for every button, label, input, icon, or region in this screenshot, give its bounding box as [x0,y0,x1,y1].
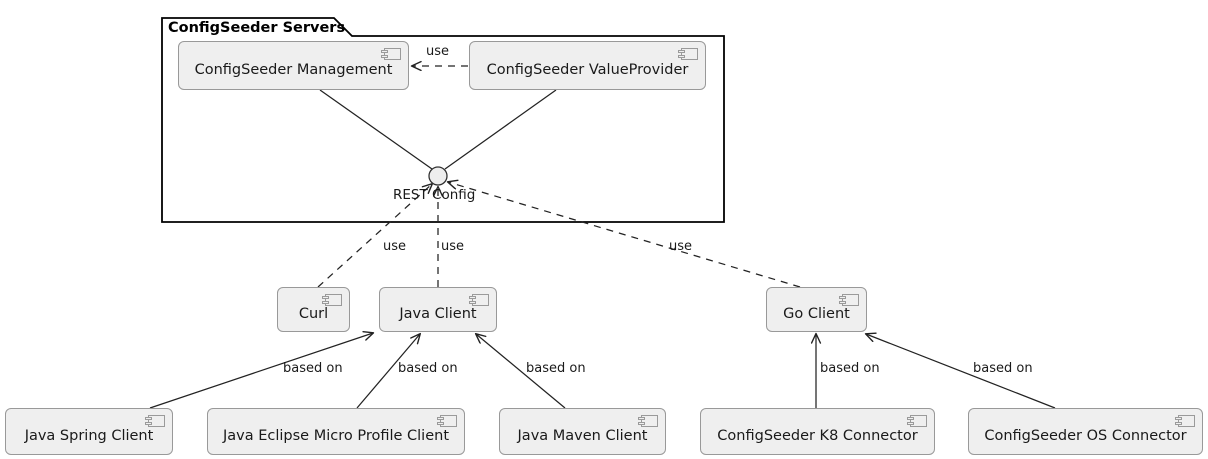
component-label: Curl [298,305,329,322]
edge-label-valueprovider-uses-management: use [426,44,450,59]
component-icon [1175,415,1195,427]
component-icon [322,294,342,306]
component-configseeder-management[interactable]: ConfigSeeder Management [178,41,409,90]
interface-circle-rest-config[interactable] [428,166,448,186]
edge-java-spring-client-based-on-java-client [149,333,373,409]
edge-label-java-maven-client-based-on-java-client: based on [526,361,586,376]
component-label: Java Client [399,305,477,322]
edge-label-curl-uses-rest-config: use [383,239,407,254]
component-icon [839,294,859,306]
component-curl[interactable]: Curl [277,287,350,332]
edge-label-configseeder-os-connector-based-on-go-client: based on [973,361,1033,376]
component-configseeder-valueprovider[interactable]: ConfigSeeder ValueProvider [469,41,706,90]
edge-management-provides-rest-config [319,89,433,170]
edge-label-go-client-uses-rest-config: use [669,239,693,254]
component-label: ConfigSeeder Management [194,61,393,78]
edge-label-java-spring-client-based-on-java-client: based on [283,361,343,376]
component-java-spring-client[interactable]: Java Spring Client [5,408,173,455]
component-label: Java Spring Client [24,427,154,444]
package-frame [161,17,725,223]
edges [149,66,1056,409]
component-label: ConfigSeeder K8 Connector [717,427,918,444]
component-go-client[interactable]: Go Client [766,287,867,332]
component-java-eclipse-micro-profile-client[interactable]: Java Eclipse Micro Profile Client [207,408,465,455]
component-icon [638,415,658,427]
component-java-client[interactable]: Java Client [379,287,497,332]
edge-java-eclipse-micro-profile-client-based-on-java-client [356,334,420,409]
component-icon [381,48,401,60]
component-icon [469,294,489,306]
component-java-maven-client[interactable]: Java Maven Client [499,408,666,455]
edge-valueprovider-provides-rest-config [444,89,557,170]
edge-go-client-uses-rest-config [448,182,801,288]
edge-label-java-client-uses-rest-config: use [441,239,465,254]
component-label: ConfigSeeder ValueProvider [486,61,689,78]
component-icon [678,48,698,60]
component-label: Java Maven Client [517,427,648,444]
edge-label-java-eclipse-micro-profile-client-based-on-java-client: based on [398,361,458,376]
component-configseeder-k8-connector[interactable]: ConfigSeeder K8 Connector [700,408,935,455]
interface-lollipop [428,166,448,186]
component-icon [145,415,165,427]
component-label: Java Eclipse Micro Profile Client [222,427,450,444]
edge-label-configseeder-k8-connector-based-on-go-client: based on [820,361,880,376]
component-label: Go Client [783,305,850,322]
package-title: ConfigSeeder Servers [168,20,346,36]
edge-java-maven-client-based-on-java-client [476,334,566,409]
edge-configseeder-os-connector-based-on-go-client [866,334,1056,409]
interface-label-rest-config: REST Config [393,187,476,203]
package-outline [161,17,725,223]
component-icon [907,415,927,427]
component-configseeder-os-connector[interactable]: ConfigSeeder OS Connector [968,408,1203,455]
component-label: ConfigSeeder OS Connector [984,427,1187,444]
component-icon [437,415,457,427]
